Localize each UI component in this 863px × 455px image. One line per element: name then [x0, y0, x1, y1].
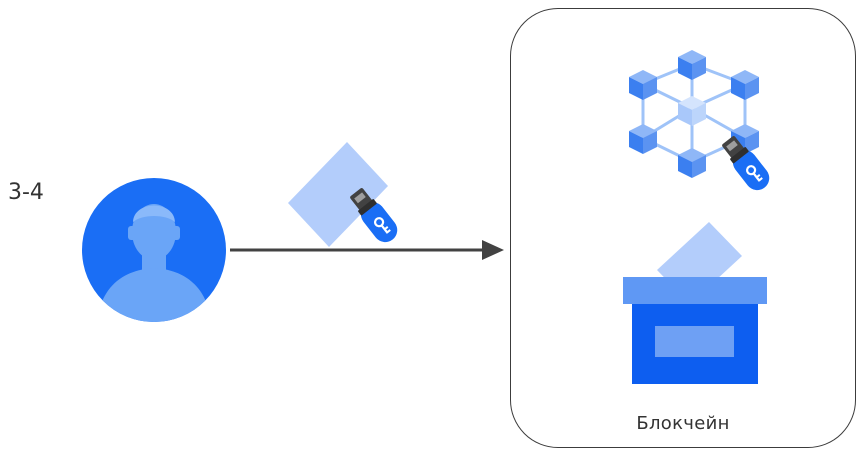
step-label: 3-4	[8, 180, 44, 205]
blockchain-label: Блокчейн	[636, 413, 730, 434]
submission-arrow	[230, 240, 504, 260]
blockchain-container	[510, 8, 856, 448]
ballot-paper-icon	[288, 142, 388, 247]
ballot-box-icon	[623, 222, 767, 384]
blockchain-network-icon	[629, 50, 759, 178]
user-avatar-icon	[82, 178, 226, 322]
